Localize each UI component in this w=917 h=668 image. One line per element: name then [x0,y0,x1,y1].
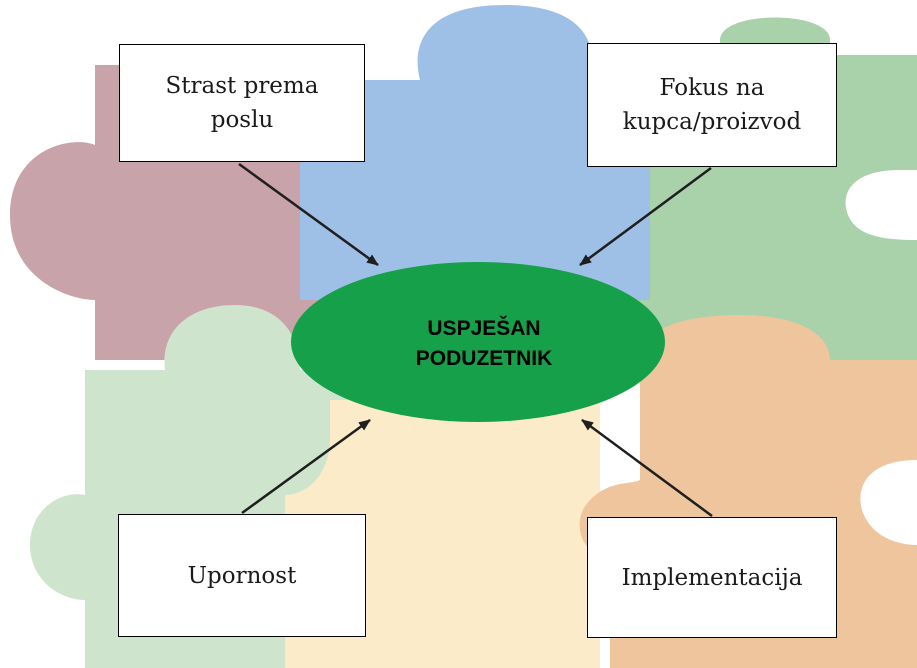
center-ellipse [291,262,665,422]
arrow-bottom-left [241,418,371,515]
center-title: USPJEŠAN PODUZETNIK [415,317,553,370]
factor-box-customer-focus: Fokus na kupca/proizvod [587,43,837,167]
arrow-top-left [238,162,379,267]
puzzle-piece-blue [300,5,650,300]
factor-box-persistence: Upornost [118,514,366,637]
arrow-bottom-right [581,418,713,518]
factor-box-implementation: Implementacija [587,517,837,638]
factor-box-passion: Strast prema poslu [119,44,365,162]
arrow-top-right [579,166,712,267]
